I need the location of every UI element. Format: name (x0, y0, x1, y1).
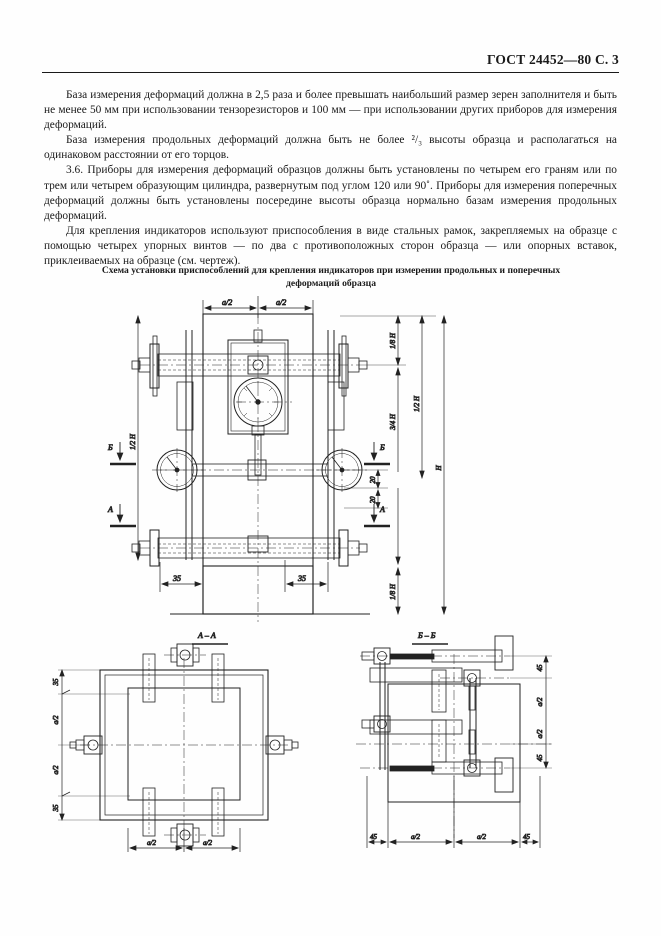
right-dim-eighth-h-top (340, 314, 436, 367)
section-a-bottom-dims (127, 828, 241, 852)
dim-top-right-a2: a/2 (276, 298, 286, 307)
figure-caption: Схема установки приспособлений для крепл… (66, 264, 596, 290)
section-a-dim-left-35-top: 35 (52, 678, 60, 687)
section-b-dim-right-45-bottom: 45 (536, 754, 544, 762)
header-rule (42, 72, 619, 73)
dim-right-overall-h: H (435, 465, 443, 472)
section-b-dim-bottom-45-left: 45 (370, 833, 378, 841)
section-label-a-right: А (379, 505, 385, 514)
lower-clamp-assembly (131, 529, 368, 567)
section-a-right-screw (265, 735, 299, 755)
right-dim-overall-h (441, 314, 447, 616)
section-a-dim-left-a2-bottom: a/2 (52, 765, 60, 774)
section-b-top-assembly (360, 635, 514, 713)
indicator-frame (227, 329, 292, 476)
section-a-top-screws (142, 643, 225, 703)
dim-bottom-right-35: 35 (297, 574, 306, 583)
dim-right-20-lower: 20 (369, 496, 377, 504)
bottom-support (170, 565, 370, 615)
transverse-bar (160, 459, 360, 481)
section-b-bottom-assembly (360, 715, 514, 793)
dim-right-eighth-h-bottom: 1/8 H (389, 583, 397, 600)
section-a-dim-bottom-a2-right: a/2 (203, 839, 212, 847)
left-dim-half-h (135, 314, 141, 562)
top-dimension-group (202, 296, 314, 318)
section-a-dim-left-35-bottom: 35 (52, 804, 60, 813)
section-view-b-b: Б – Б (356, 631, 554, 848)
right-vertical-rail (327, 330, 345, 560)
section-a-dim-bottom-a2-left: a/2 (147, 839, 156, 847)
right-dim-20-upper (344, 468, 388, 490)
section-b-bottom-dims (366, 776, 541, 848)
section-marker-b-right (364, 442, 390, 466)
section-a-title: А – А (197, 631, 216, 640)
upper-rod-assembly (131, 335, 368, 397)
dim-right-20-upper: 20 (369, 476, 377, 484)
bottom-dimension-group (159, 560, 329, 592)
technical-drawing: a/2 a/2 (40, 292, 620, 852)
section-b-dim-bottom-a2-right: a/2 (477, 833, 486, 841)
dim-top-left-a2: a/2 (222, 298, 232, 307)
page-header-standard-number: ГОСТ 24452—80 С. 3 (486, 52, 619, 67)
right-dim-20-lower (344, 488, 388, 510)
section-label-a-left: А (107, 505, 113, 514)
right-dim-three-quarter-h (395, 366, 401, 566)
paragraph-4: Для крепления индикаторов используют при… (44, 224, 617, 268)
section-b-dim-bottom-45-right: 45 (523, 833, 531, 841)
section-b-dim-right-a2-bottom: a/2 (536, 729, 544, 738)
body-text-block: База измерения деформаций должна в 2,5 р… (44, 88, 617, 269)
dim-right-three-quarter-h: 3/4 H (389, 413, 397, 431)
right-dim-half-h (419, 314, 425, 480)
section-marker-b-left (110, 442, 136, 466)
section-a-left-dims (58, 668, 130, 822)
left-vertical-rail (176, 330, 194, 560)
dim-right-half-h: 1/2 H (413, 395, 421, 412)
section-marker-a-left (110, 504, 136, 528)
section-b-left-rail (379, 662, 386, 770)
dim-bottom-left-35: 35 (172, 574, 181, 583)
section-label-b-right: Б (379, 443, 385, 452)
dim-left-half-h: 1/2 H (129, 433, 137, 450)
main-elevation-view: a/2 a/2 (107, 296, 447, 622)
paragraph-1: База измерения деформаций должна в 2,5 р… (44, 89, 617, 132)
section-b-dim-right-45-top: 45 (536, 664, 544, 672)
section-label-b-left: Б (107, 443, 113, 452)
section-b-title: Б – Б (417, 631, 436, 640)
section-a-dim-left-a2-top: a/2 (52, 715, 60, 724)
section-b-right-dims (510, 654, 552, 770)
section-view-a-a: А – А (52, 631, 299, 852)
section-b-dim-right-a2-top: a/2 (536, 697, 544, 706)
dim-right-eighth-h-top: 1/8 H (389, 332, 397, 349)
section-b-right-rail (469, 678, 477, 768)
section-b-dim-bottom-a2-left: a/2 (411, 833, 420, 841)
figure-caption-line-2: деформаций образца (285, 278, 376, 289)
section-marker-a-right (364, 504, 390, 528)
section-a-bottom-screws (142, 787, 225, 847)
paragraph-3: 3.6. Приборы для измерения деформаций об… (44, 164, 617, 222)
figure-caption-line-1: Схема установки приспособлений для крепл… (101, 265, 561, 276)
right-dim-eighth-h-bottom (395, 566, 401, 616)
paragraph-2: База измерения продольных деформаций дол… (44, 134, 617, 162)
